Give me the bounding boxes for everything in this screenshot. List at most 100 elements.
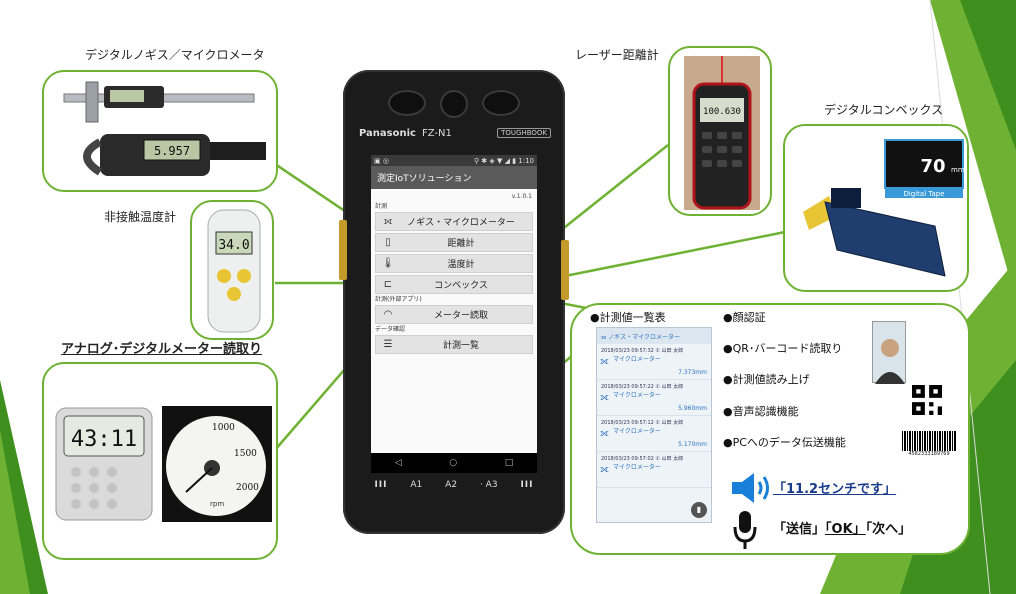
tape-measure-icon: ⊏ <box>383 279 393 290</box>
list-screen-header: ⟗ ノギス・マイクロメーター <box>597 328 711 344</box>
list-item-date: 2018/03/23 09:57:32 ① 山田 太郎 <box>601 348 684 354</box>
list-header-label: ノギス・マイクロメーター <box>608 334 681 341</box>
gauge-tick-2000: 2000 <box>236 483 259 493</box>
a3-button[interactable]: · A3 <box>479 480 498 490</box>
list-item-value: 7.373mm <box>678 369 707 376</box>
caliper-icon: ⟗ <box>600 464 609 475</box>
model-name: FZ-N1 <box>421 128 452 139</box>
feature-pc: ●PCへのデータ伝送機能 <box>723 436 846 449</box>
status-right-icons: ⚲ ✱ ◈ ▼ ◢ ▮ 1:10 <box>473 156 534 165</box>
recent-apps-icon[interactable]: □ <box>504 458 514 468</box>
list-item-name: マイクロメーター <box>613 428 661 435</box>
top-button-left[interactable] <box>388 90 426 116</box>
list-screen: ⟗ ノギス・マイクロメーター 2018/03/23 09:57:32 ① 山田 … <box>596 327 712 523</box>
convex-button[interactable]: ⊏ コンベックス <box>375 275 533 294</box>
barcode-digits: 4582333189769 <box>908 451 950 457</box>
home-icon[interactable]: ○ <box>449 458 458 468</box>
feature-list-title: ●計測値一覧表 <box>590 311 666 324</box>
back-icon[interactable]: ◁ <box>394 458 402 468</box>
voice-cmd-next: 「次へ」 <box>865 522 912 537</box>
section-external: 計測(外部アプリ) <box>375 296 422 303</box>
convex-reading: 70 <box>920 156 945 177</box>
features-frame: ⟗ ノギス・マイクロメーター 2018/03/23 09:57:32 ① 山田 … <box>570 303 970 555</box>
label-laser: レーザー距離計 <box>575 48 659 62</box>
tablet-device: Panasonic FZ-N1 TOUGHBOOK ▣ ◎ ⚲ ✱ ◈ ▼ ◢ ▮… <box>339 70 569 534</box>
convex-illustration: 70 mm Digital Tape <box>803 139 965 277</box>
caliper-icon: ⟗ <box>600 392 609 403</box>
meter-button-label: メーター読取 <box>433 311 488 321</box>
face-illustration <box>875 339 905 384</box>
top-button-right[interactable] <box>482 90 520 116</box>
caliper-reading: 5.957 <box>154 144 190 158</box>
section-measure: 計測 <box>375 203 388 210</box>
list-button[interactable]: ☰計測一覧 <box>375 335 533 354</box>
convex-button-label: コンベックス <box>434 281 488 291</box>
distance-button-label: 距離計 <box>447 239 475 249</box>
right-top-dark-shape <box>960 0 1016 150</box>
label-convex: デジタルコンベックス <box>824 103 944 117</box>
barcode: 4582333189769 <box>902 431 956 457</box>
list-item[interactable]: 2018/03/23 09:57:32 ① 山田 太郎 ⟗ マイクロメーター 7… <box>597 344 711 380</box>
qr-code-icon <box>912 385 942 415</box>
label-analog: アナログ･デジタルメーター読取り <box>61 342 262 357</box>
caliper-button[interactable]: ⟗ ノギス・マイクロメーター <box>375 212 533 231</box>
thermometer-icon: 🌡 <box>381 258 395 269</box>
thermo-button[interactable]: 🌡温度計 <box>375 254 533 273</box>
caliper-icon: ⟗ <box>383 216 393 227</box>
side-button-right[interactable] <box>561 240 569 300</box>
top-button-center[interactable] <box>440 90 468 118</box>
caliper-frame: 5.957 <box>42 70 278 192</box>
distance-button[interactable]: ▯ 距離計 <box>375 233 533 252</box>
caliper-button-label: ノギス・マイクロメーター <box>407 218 515 228</box>
left-light-triangle <box>0 430 30 594</box>
feature-face: ●顔認証 <box>723 311 766 324</box>
right-thin-line <box>929 0 991 594</box>
speaker-icon <box>732 473 769 503</box>
toughbook-logo: TOUGHBOOK <box>497 128 551 138</box>
nav-bar: ◁ ○ □ <box>371 453 537 473</box>
hardware-buttons-row: III A1 A2 · A3 III <box>343 480 565 490</box>
feature-readout: ●計測値読み上げ <box>723 373 810 386</box>
laser-frame: 100.630 <box>668 46 772 216</box>
thermo-reading: 34.0 <box>218 238 249 253</box>
version-label: v.1.0.1 <box>511 193 532 200</box>
list-item[interactable]: 2018/03/23 09:57:02 ① 山田 太郎 ⟗ マイクロメーター <box>597 452 711 488</box>
brand-name: Panasonic <box>359 128 416 139</box>
convex-unit: mm <box>951 166 965 174</box>
rangefinder-icon: ▯ <box>385 237 391 248</box>
timer-reading: 43:11 <box>71 427 137 452</box>
meter-button[interactable]: ◠ メーター読取 <box>375 305 533 324</box>
gauge-icon: ◠ <box>383 309 393 320</box>
a2-button[interactable]: A2 <box>445 480 458 490</box>
gauge-tick-1000: 1000 <box>212 423 235 433</box>
side-button-left[interactable] <box>339 220 347 280</box>
section-data: データ確認 <box>375 326 406 333</box>
speaker-grill-left: III <box>374 480 388 490</box>
caliper-illustration: 5.957 <box>63 81 266 176</box>
a1-button[interactable]: A1 <box>410 480 423 490</box>
microphone-icon <box>733 511 757 549</box>
app-screen: ▣ ◎ ⚲ ✱ ◈ ▼ ◢ ▮ 1:10 測定IoTソリューション v.1.0.… <box>371 155 537 473</box>
voice-cmd-ok: 「OK」 <box>825 522 866 537</box>
caliper-icon: ⟗ <box>601 334 609 341</box>
readout-example: 「11.2センチです」 <box>773 478 896 497</box>
top-hardware-buttons <box>343 90 565 118</box>
gauge-unit: rpm <box>210 500 224 508</box>
meters-illustration: 43:11 1000 1500 2000 rpm <box>55 406 272 522</box>
thermometer-illustration: 34.0 <box>207 209 261 333</box>
voice-commands: 「送信」「OK」「次へ」 <box>773 518 911 537</box>
list-item[interactable]: 2018/03/23 09:57:12 ① 山田 太郎 ⟗ マイクロメーター 5… <box>597 416 711 452</box>
analog-frame: 43:11 1000 1500 2000 rpm <box>42 362 278 560</box>
list-icon: ☰ <box>383 339 393 350</box>
list-item-value: 5.170mm <box>678 441 707 448</box>
readout-example-text: 「11.2センチです」 <box>773 482 897 497</box>
list-item-name: マイクロメーター <box>613 464 661 471</box>
list-item[interactable]: 2018/03/23 09:57:22 ① 山田 太郎 ⟗ マイクロメーター 5… <box>597 380 711 416</box>
laser-reading: 100.630 <box>703 107 741 117</box>
barcode-bars <box>902 431 956 451</box>
face-photo <box>872 321 906 384</box>
status-left-icons: ▣ ◎ <box>374 156 389 165</box>
trash-icon[interactable]: ▮ <box>691 502 707 518</box>
thermo-frame: 34.0 <box>190 200 274 340</box>
label-thermo: 非接触温度計 <box>104 210 177 224</box>
